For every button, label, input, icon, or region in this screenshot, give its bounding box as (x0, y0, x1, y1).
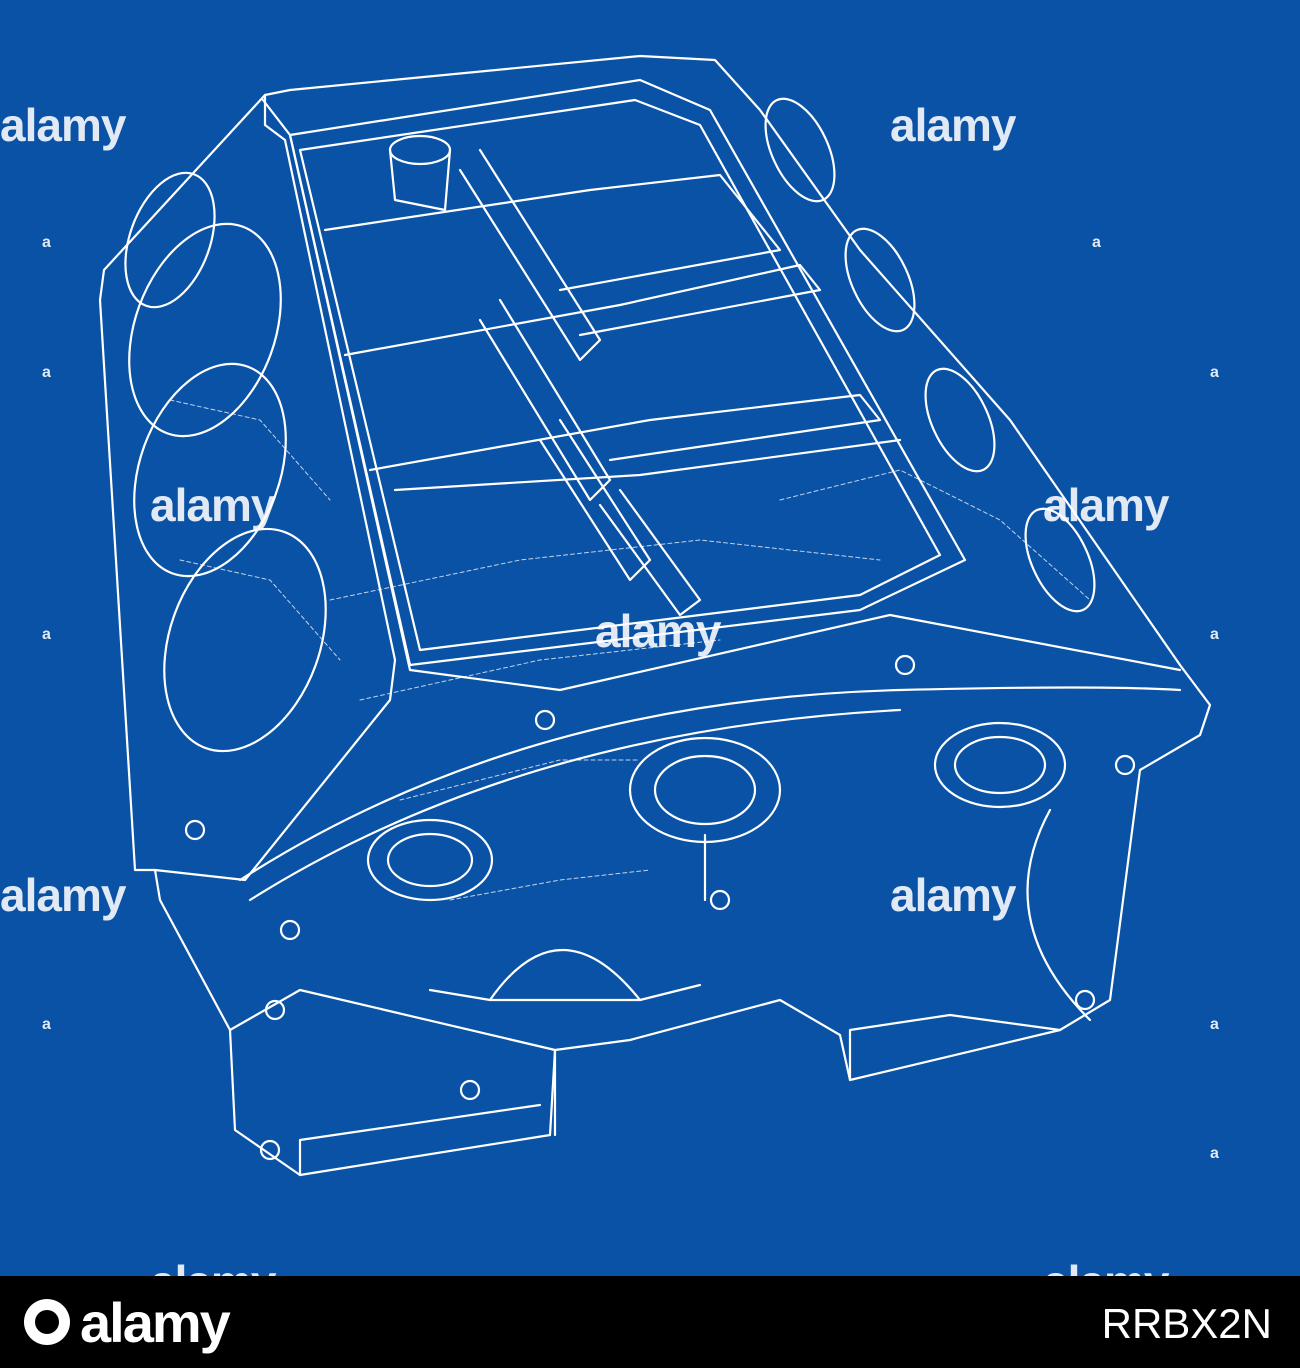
footer-brand: alamy (80, 1290, 231, 1354)
right-bore-1 (764, 97, 836, 203)
watermark: alamy (1043, 479, 1169, 531)
web-1 (323, 173, 782, 292)
web-2 (343, 263, 822, 357)
hidden-line (359, 639, 721, 701)
bolt-hole (1114, 754, 1136, 776)
hidden-line (329, 539, 881, 601)
bolt-hole (534, 709, 556, 731)
right-bore-2 (844, 227, 916, 333)
alamy-logo-icon (24, 1299, 70, 1345)
tube-d (598, 488, 702, 617)
watermark: alamy (890, 869, 1016, 921)
central-boss-inner (653, 754, 757, 826)
blueprint-canvas: alamy alamy alamy alamy alamy alamy alam… (0, 0, 1300, 1276)
tube-b (478, 298, 612, 502)
top-cavity-rim (298, 98, 942, 652)
cylinder-bore-1 (128, 222, 282, 438)
web-3 (368, 393, 882, 472)
bolt-hole (459, 1079, 481, 1101)
hidden-line (779, 469, 1091, 601)
bottom-flange (228, 988, 557, 1137)
left-flange-hole-inner (386, 832, 474, 888)
hidden-line (179, 559, 341, 661)
bolt-hole (894, 654, 916, 676)
cylinder-bore-3 (163, 527, 327, 753)
watermark: alamy (0, 99, 126, 151)
watermark: alamy (595, 605, 721, 657)
footer-bar: alamy RRBX2N (0, 1276, 1300, 1368)
front-rail (238, 686, 1182, 882)
hidden-line (399, 759, 641, 801)
watermark: alamy (150, 479, 276, 531)
block-outline (98, 54, 1212, 1177)
bolt-hole (259, 1139, 281, 1161)
left-flange-hole-outer (366, 818, 494, 902)
left-face-edge (153, 93, 397, 882)
bottom-flange-inner (298, 1103, 542, 1177)
watermark: alamy (0, 869, 126, 921)
engine-block-drawing (98, 54, 1212, 1177)
tube-top (388, 134, 452, 166)
central-boss-outer (628, 736, 782, 844)
bolt-hole (264, 999, 286, 1021)
top-cavity (288, 78, 967, 667)
watermark: alamy (890, 99, 1016, 151)
watermark: alamy (150, 1255, 276, 1276)
watermark: alamy (1043, 1255, 1169, 1276)
alamy-logo[interactable]: alamy (24, 1290, 344, 1354)
tube-a (458, 148, 602, 362)
right-bore-3 (924, 367, 996, 473)
right-bore-4 (1024, 507, 1096, 613)
tube-top-body (388, 148, 452, 212)
tube-c (538, 418, 652, 582)
image-id: RRBX2N (1101, 1300, 1272, 1347)
cylinder-bore-4 (124, 171, 216, 309)
bolt-hole (1074, 989, 1096, 1011)
right-flange-hole-outer (933, 721, 1067, 809)
bolt-hole (709, 889, 731, 911)
front-face-edge (261, 98, 1182, 692)
bearing-cap (428, 983, 702, 1002)
right-flange-hole-inner (953, 735, 1047, 795)
bolt-hole (184, 819, 206, 841)
cylinder-bore-2 (133, 362, 287, 578)
hidden-line (449, 869, 651, 901)
right-bearing-arm (1026, 808, 1092, 1022)
bolt-hole (279, 919, 301, 941)
front-rail-lower (248, 708, 902, 902)
main-bearing-saddle (488, 949, 642, 1002)
web-4 (393, 438, 902, 492)
hidden-line (169, 399, 331, 501)
right-arm-block (848, 1013, 1062, 1082)
